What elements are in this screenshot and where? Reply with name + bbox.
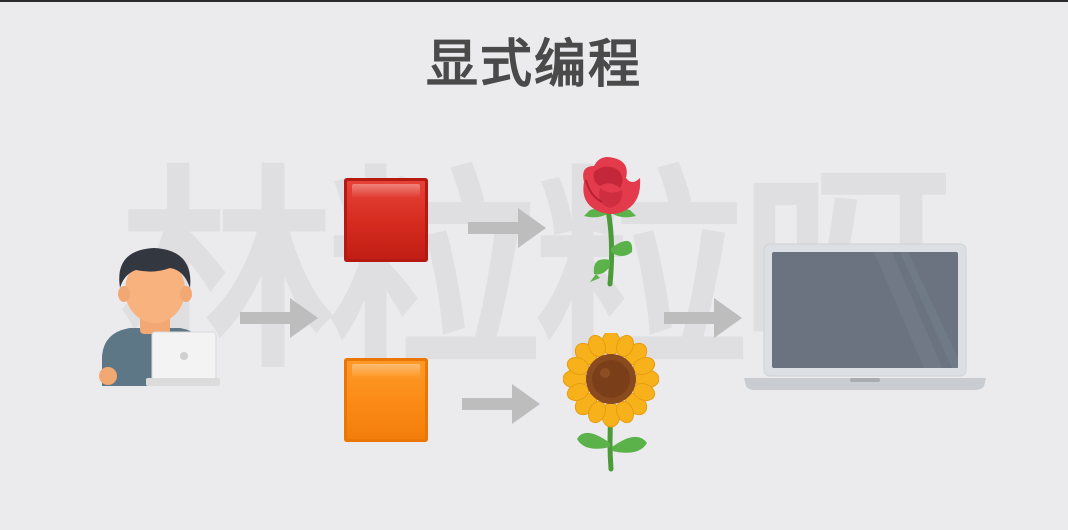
red-square	[344, 178, 428, 262]
orange-square	[344, 358, 428, 442]
top-border	[0, 0, 1068, 2]
arrow-right-icon	[462, 384, 540, 424]
arrow-right-icon	[468, 208, 546, 248]
sunflower-icon	[563, 333, 659, 472]
laptop-icon	[744, 243, 986, 390]
page-title: 显式编程	[425, 35, 642, 95]
person-with-laptop-icon	[99, 248, 220, 386]
arrow-right-icon	[664, 298, 742, 338]
rose-icon	[583, 157, 641, 287]
arrow-right-icon	[240, 298, 318, 338]
